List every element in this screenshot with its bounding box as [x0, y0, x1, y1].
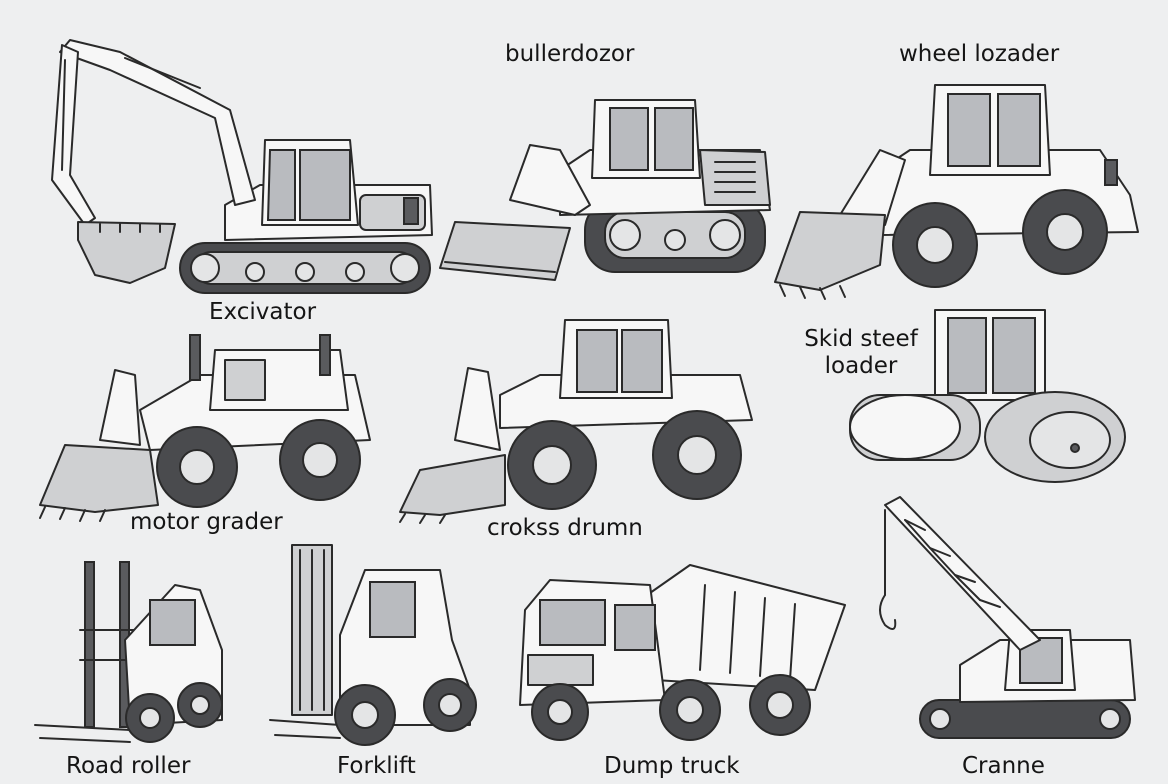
label-crane: Cranne [962, 753, 1045, 779]
label-wheel-loader: wheel lozader [899, 41, 1060, 67]
forklift-illustration [269, 544, 477, 746]
label-forklift: Forklift [337, 753, 416, 779]
skid-steer-illustration [849, 309, 1126, 483]
label-skid-steer-loader: Skid steef loader [804, 326, 918, 379]
label-bulldozer: bullerdozor [505, 41, 635, 67]
bulldozer-illustration [439, 99, 771, 281]
label-dump-truck: Dump truck [604, 753, 740, 779]
dump-truck-illustration [519, 564, 846, 741]
crane-illustration [879, 496, 1136, 739]
label-road-roller: Road roller [66, 753, 191, 779]
label-cross-drum: crokss drumn [487, 515, 643, 541]
excavator-illustration [51, 39, 433, 294]
wheel-loader-illustration [774, 84, 1139, 300]
road-roller-illustration [34, 561, 223, 743]
label-motor-grader: motor grader [130, 509, 283, 535]
motor-grader-illustration [39, 334, 371, 522]
cross-drum-illustration [399, 319, 753, 524]
label-excavator: Excivator [209, 299, 317, 325]
